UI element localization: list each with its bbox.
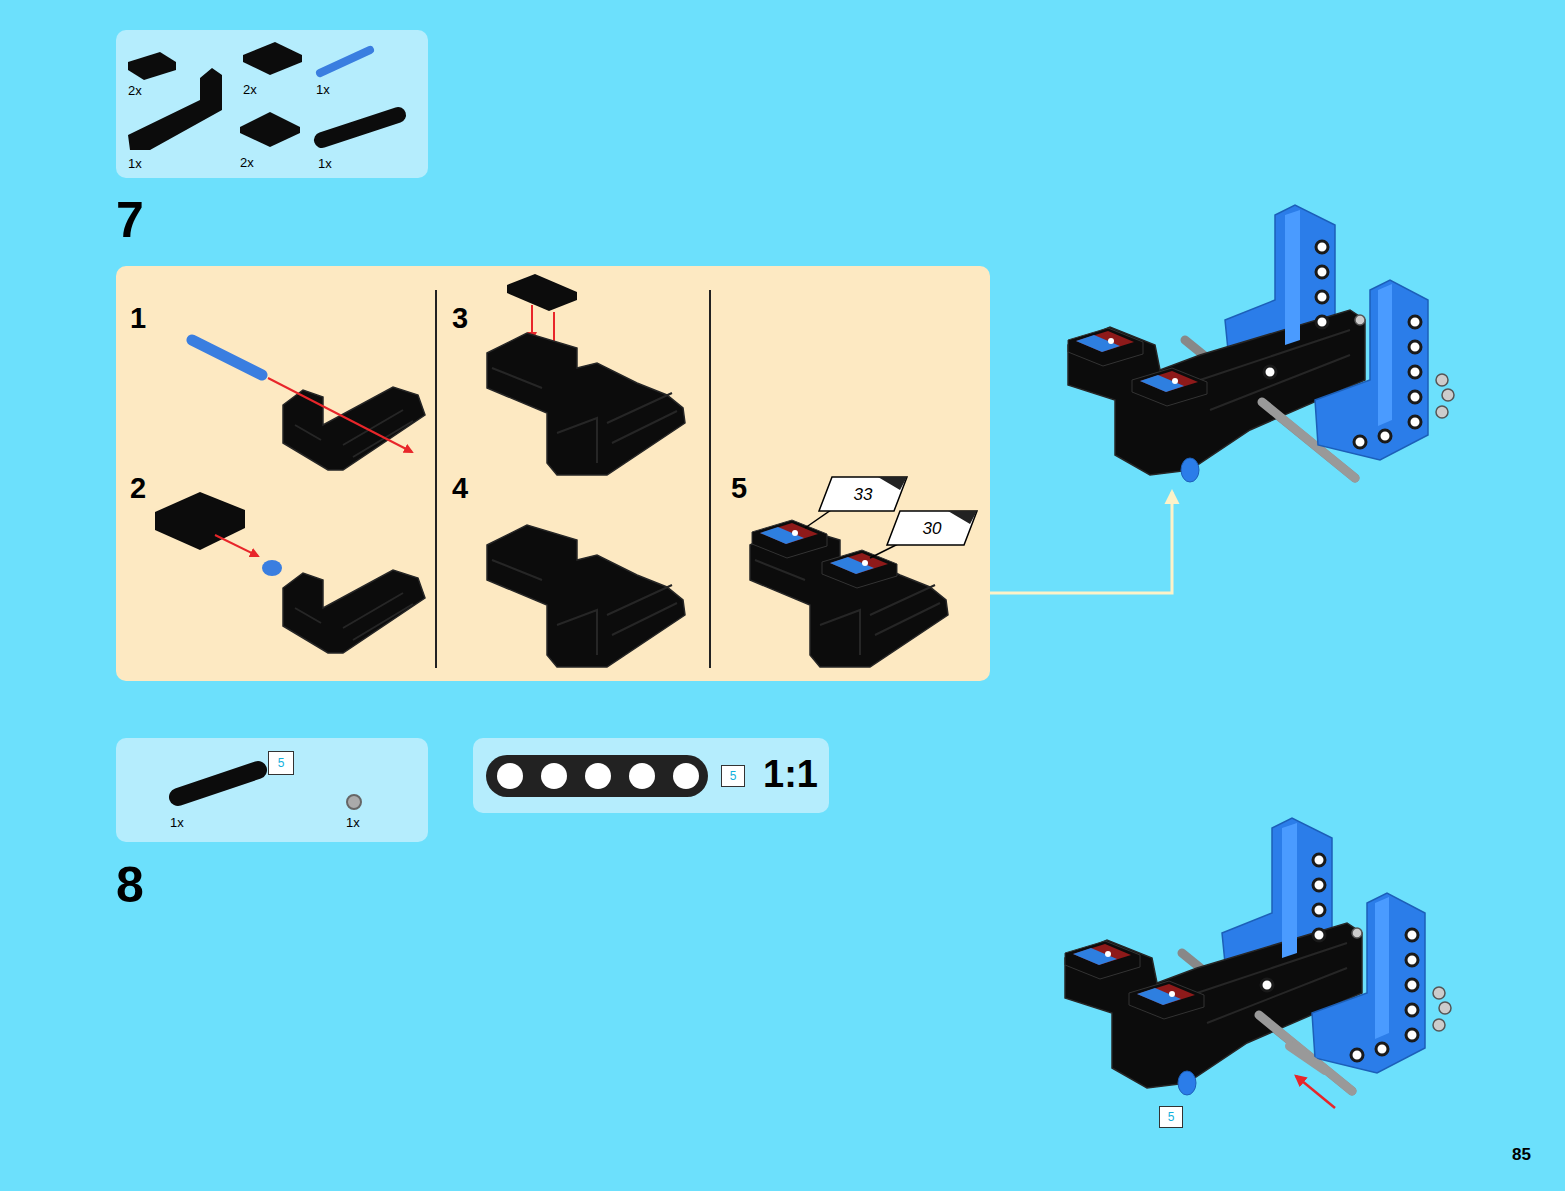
length-number: 5 (730, 770, 737, 782)
part-images (585, 763, 611, 789)
substep-number: 3 (452, 304, 468, 333)
assembly-step-8 (1290, 1046, 1325, 1070)
substep-images (215, 535, 258, 556)
part-images (128, 52, 176, 80)
assembly-step-8 (1065, 818, 1451, 1108)
part-images (497, 763, 699, 789)
part-images (240, 112, 300, 147)
substep-images (262, 560, 282, 576)
part-images (178, 770, 258, 797)
part-count: 2x (243, 83, 257, 96)
substep-images (507, 274, 577, 311)
part-count: 1x (318, 157, 332, 170)
parts-panel: 1x 1x 5 (116, 738, 428, 842)
sticker-flag: 33 (818, 476, 908, 512)
part-images (322, 115, 398, 140)
step-panel: 1 3 2 4 5 33 30 (116, 266, 990, 681)
part-images (320, 50, 370, 73)
flag-shape (878, 477, 907, 490)
flag-shape (948, 511, 977, 524)
part-count: 2x (128, 84, 142, 97)
part-count: 1x (316, 83, 330, 96)
sticker-number: 30 (923, 520, 942, 537)
assembly-result (990, 205, 1454, 593)
part-images (243, 42, 302, 75)
assembly-step-8 (1065, 818, 1451, 1095)
part-images (128, 68, 222, 150)
panel-backgrounds (116, 266, 990, 681)
substep-number: 4 (452, 474, 468, 503)
panel-backgrounds (116, 30, 990, 842)
substep-number: 2 (130, 474, 146, 503)
step-number: 7 (116, 195, 144, 245)
parts-panel: 2x 2x 1x 1x 2x 1x (116, 30, 428, 178)
substep-images (822, 550, 897, 588)
part-images (629, 763, 655, 789)
panel-backgrounds (116, 30, 428, 178)
part-images (486, 755, 708, 797)
flag-shape (887, 511, 977, 545)
sticker-flag: 30 (886, 510, 978, 546)
part-count: 1x (346, 816, 360, 829)
sticker-number: 33 (854, 486, 873, 503)
assembly-step-8 (1296, 1076, 1335, 1108)
panel-backgrounds (116, 738, 428, 842)
step-number: 8 (116, 860, 144, 910)
part-count: 1x (128, 157, 142, 170)
substep-images (487, 525, 685, 667)
length-number: 5 (278, 757, 285, 769)
substep-images (268, 378, 412, 452)
part-images (497, 763, 523, 789)
part-images (128, 42, 708, 809)
length-number: 5 (1168, 1111, 1175, 1123)
length-box: 5 (721, 765, 745, 787)
panel-backgrounds (473, 738, 829, 813)
part-count: 1x (170, 816, 184, 829)
panel-backgrounds (435, 290, 437, 668)
part-images (347, 795, 361, 809)
part-images (673, 763, 699, 789)
substep-images (155, 274, 948, 667)
substep-images (283, 570, 425, 653)
substep-images (283, 387, 425, 470)
part-images (541, 763, 567, 789)
panel-backgrounds (709, 290, 711, 668)
page-number: 85 (1512, 1146, 1531, 1163)
substep-number: 1 (130, 304, 146, 333)
callout-box: 5 (1159, 1106, 1183, 1128)
substep-images (155, 492, 245, 550)
substep-images (192, 340, 262, 375)
substep-images (752, 520, 827, 558)
length-box: 5 (268, 751, 294, 775)
scale-ratio: 1:1 (763, 755, 818, 793)
substep-images (487, 333, 685, 475)
substep-number: 5 (731, 474, 747, 503)
flag-shape (819, 477, 907, 511)
scale-panel: 1:1 5 (473, 738, 829, 813)
part-count: 2x (240, 156, 254, 169)
assembly-result (990, 492, 1172, 593)
assembly-result (1068, 205, 1454, 482)
